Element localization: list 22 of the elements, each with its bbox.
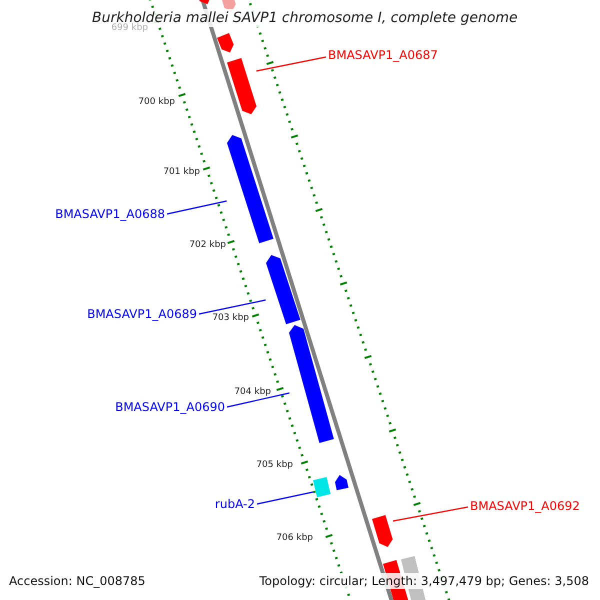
gene-label: BMASAVP1_A0689 [87, 308, 197, 320]
scale-label: 704 kbp [234, 388, 271, 397]
gene-label: BMASAVP1_A0692 [470, 500, 580, 512]
leader-line [166, 200, 227, 215]
leader-line [256, 491, 314, 505]
scale-label: 702 kbp [189, 241, 226, 250]
genome-info-text: Topology: circular; Length: 3,497,479 bp; Genes: 3,508 [259, 573, 589, 589]
scale-label: 705 kbp [256, 461, 293, 470]
scale-label: 700 kbp [138, 98, 175, 107]
gene-label: BMASAVP1_A0687 [328, 49, 438, 61]
leader-line [226, 392, 290, 408]
leader-line [198, 299, 266, 315]
accession-text: Accession: NC_008785 [9, 573, 146, 589]
scale-label: 701 kbp [163, 168, 200, 177]
leader-line [392, 506, 468, 522]
scale-label: 699 kbp [111, 24, 148, 33]
gene-label: BMASAVP1_A0688 [55, 208, 165, 220]
leader-line [256, 56, 326, 72]
scale-label: 706 kbp [276, 534, 313, 543]
gene-label: BMASAVP1_A0690 [115, 401, 225, 413]
scale-label: 703 kbp [212, 314, 249, 323]
gene-label: rubA-2 [214, 498, 255, 510]
